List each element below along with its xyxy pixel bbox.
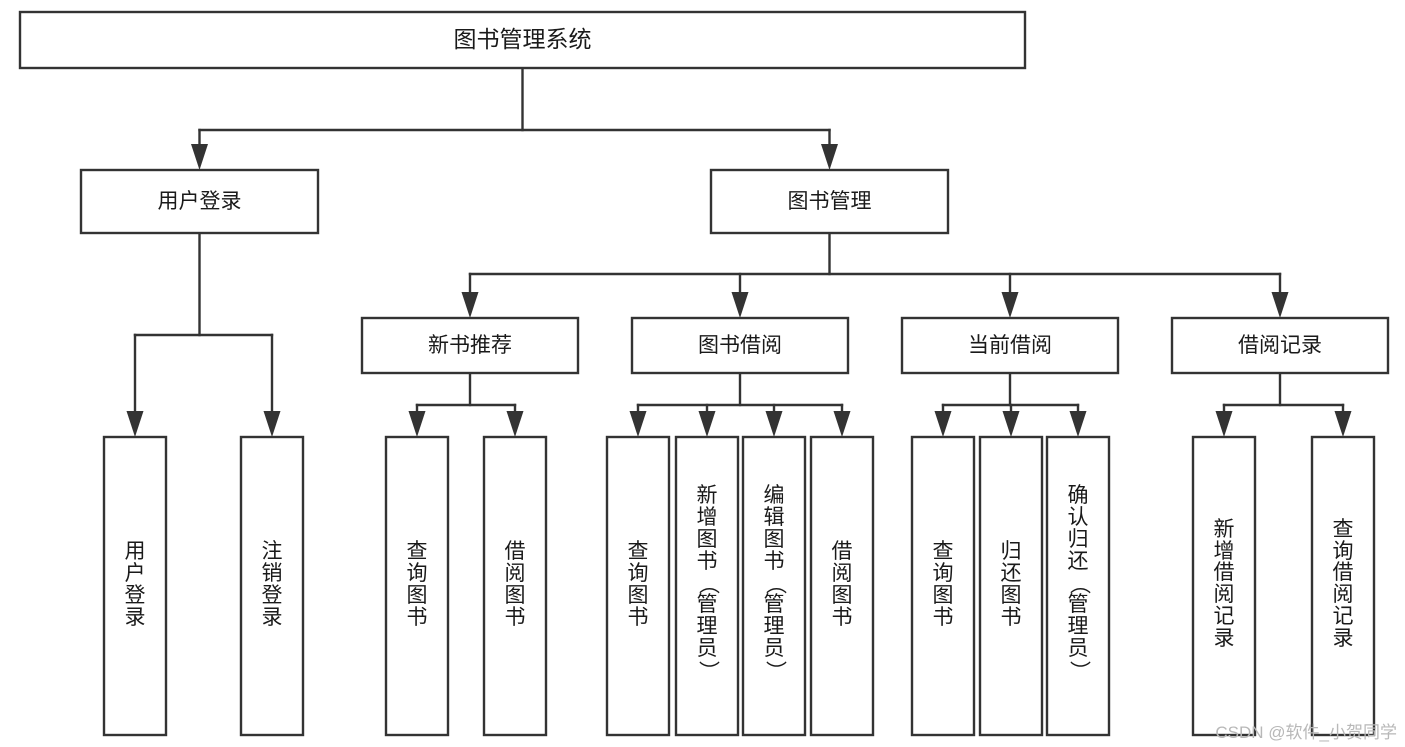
node-level2-1[interactable] — [709, 168, 950, 235]
boxes-layer — [18, 10, 1390, 737]
leaf-图书借阅-branch-1-arrowhead — [698, 411, 716, 437]
bookmgmt-branch-3-arrowhead — [1271, 292, 1289, 318]
node-leaf-0[interactable] — [102, 435, 168, 737]
node-leaf-1[interactable] — [239, 435, 305, 737]
leaf-用户登录-branch-1-arrowhead — [263, 411, 281, 437]
node-leaf-12[interactable] — [1310, 435, 1376, 737]
node-level3-2[interactable] — [900, 316, 1120, 375]
node-level2-1-label: 图书管理 — [788, 190, 872, 213]
node-leaf-5[interactable] — [674, 435, 740, 737]
node-level3-0-label: 新书推荐 — [428, 334, 512, 357]
node-root[interactable] — [18, 10, 1027, 70]
node-level3-3-label: 借阅记录 — [1238, 334, 1322, 357]
node-leaf-7[interactable] — [809, 435, 875, 737]
leaf-当前借阅-branch-2-arrowhead — [1069, 411, 1087, 437]
node-root-label: 图书管理系统 — [454, 26, 592, 52]
leaf-借阅记录-branch-1-arrowhead — [1334, 411, 1352, 437]
leaf-当前借阅-branch-0-arrowhead — [934, 411, 952, 437]
node-leaf-3[interactable] — [482, 435, 548, 737]
leaf-图书借阅-branch-0-arrowhead — [629, 411, 647, 437]
bookmgmt-branch-0-arrowhead — [461, 292, 479, 318]
leaf-新书推荐-branch-0-arrowhead — [408, 411, 426, 437]
leaf-当前借阅-branch-1-arrowhead — [1002, 411, 1020, 437]
node-level3-1[interactable] — [630, 316, 850, 375]
node-level3-0[interactable] — [360, 316, 580, 375]
node-level3-2-label: 当前借阅 — [968, 334, 1052, 357]
leaf-图书借阅-branch-3-arrowhead — [833, 411, 851, 437]
root-branch-0-arrowhead — [191, 144, 208, 170]
node-leaf-8[interactable] — [910, 435, 976, 737]
connectors-layer — [126, 66, 1352, 437]
node-leaf-2[interactable] — [384, 435, 450, 737]
node-leaf-11[interactable] — [1191, 435, 1257, 737]
node-level2-0[interactable] — [79, 168, 320, 235]
root-branch-1-arrowhead — [821, 144, 838, 170]
node-leaf-9[interactable] — [978, 435, 1044, 737]
leaf-图书借阅-branch-2-arrowhead — [765, 411, 783, 437]
node-leaf-4[interactable] — [605, 435, 671, 737]
node-leaf-10[interactable] — [1045, 435, 1111, 737]
leaf-新书推荐-branch-1-arrowhead — [506, 411, 524, 437]
bookmgmt-branch-1-arrowhead — [731, 292, 749, 318]
bookmgmt-branch-2-arrowhead — [1001, 292, 1019, 318]
leaf-借阅记录-branch-0-arrowhead — [1215, 411, 1233, 437]
leaf-用户登录-branch-0-arrowhead — [126, 411, 144, 437]
node-level3-1-label: 图书借阅 — [698, 334, 782, 357]
node-leaf-6[interactable] — [741, 435, 807, 737]
node-level2-0-label: 用户登录 — [158, 190, 242, 213]
node-level3-3[interactable] — [1170, 316, 1390, 375]
